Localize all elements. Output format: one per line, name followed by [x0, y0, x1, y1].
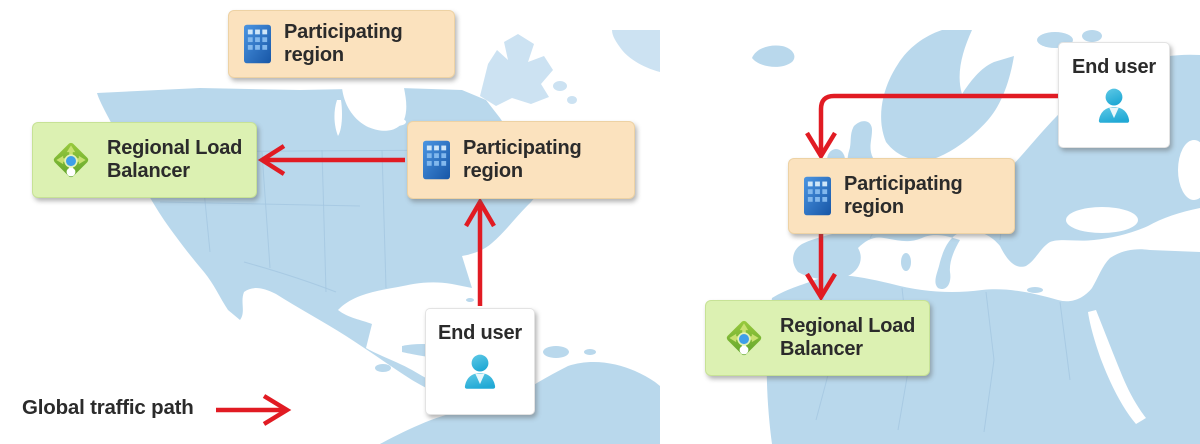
arrow-region-to-lb-right [805, 234, 837, 302]
arrow-user-to-region-left [464, 197, 496, 306]
load-balancer-icon [721, 315, 767, 361]
person-icon [1093, 85, 1135, 127]
arrow-user-to-region-right [805, 93, 1062, 161]
load-balancer-icon [48, 137, 94, 183]
building-icon [244, 24, 271, 64]
end-user-node-right: End user [1058, 42, 1170, 148]
node-label: End user [1072, 56, 1156, 78]
person-icon [459, 351, 501, 393]
node-label: Participating region [463, 137, 582, 182]
node-label: Participating region [284, 21, 403, 66]
building-icon [804, 176, 831, 216]
legend: Global traffic path [22, 396, 194, 419]
participating-region-node-right: Participating region [788, 158, 1015, 234]
arrow-region-to-lb-left [257, 144, 405, 176]
node-label: Regional Load Balancer [107, 137, 243, 182]
participating-region-node-mid: Participating region [407, 121, 635, 199]
node-label: End user [438, 322, 522, 344]
regional-load-balancer-node-right: Regional Load Balancer [705, 300, 930, 376]
legend-label: Global traffic path [22, 396, 194, 419]
legend-arrow [216, 394, 292, 426]
node-label: Participating region [844, 173, 963, 218]
building-icon [423, 140, 450, 180]
participating-region-node-top: Participating region [228, 10, 455, 78]
regional-load-balancer-node-left: Regional Load Balancer [32, 122, 257, 198]
node-label: Regional Load Balancer [780, 315, 916, 360]
end-user-node-left: End user [425, 308, 535, 415]
